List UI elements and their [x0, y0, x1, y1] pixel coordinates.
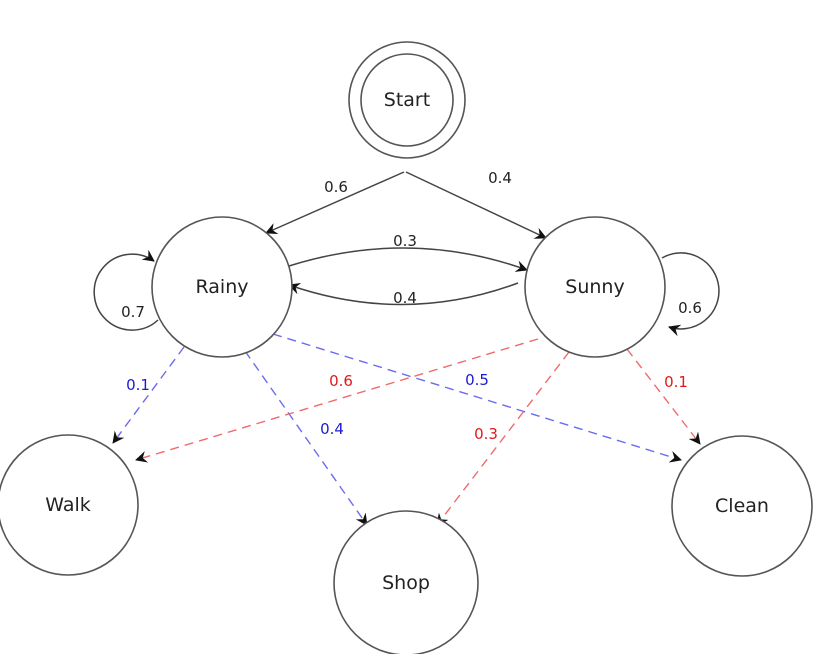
edge-sunny-walk [135, 338, 539, 463]
edge-label-sunny-sunny: 0.6 [678, 299, 702, 317]
node-inner-circle-start [360, 53, 454, 147]
edge-sunny-clean [626, 348, 701, 445]
node-shop: Shop [333, 510, 479, 654]
node-clean: Clean [671, 435, 813, 577]
node-circle-clean [671, 435, 813, 577]
node-rainy: Rainy [151, 216, 293, 358]
node-sunny: Sunny [524, 216, 666, 358]
edge-label-rainy-walk: 0.1 [126, 376, 150, 394]
edge-label-sunny-shop: 0.3 [474, 425, 498, 443]
node-label-shop: Shop [382, 572, 430, 594]
edge-label-rainy-clean: 0.5 [465, 371, 489, 389]
node-circle-walk [0, 434, 139, 576]
edge-label-rainy-rainy: 0.7 [121, 303, 145, 321]
edge-label-start-sunny: 0.4 [488, 169, 512, 187]
edge-rainy-shop [244, 350, 368, 526]
edge-rainy-rainy [93, 249, 159, 331]
edge-sunny-rainy [288, 282, 519, 306]
node-label-start: Start [384, 89, 430, 111]
node-walk: Walk [0, 434, 139, 576]
edge-label-sunny-rainy: 0.4 [393, 289, 417, 307]
edge-rainy-walk [112, 346, 185, 444]
node-circle-rainy [151, 216, 293, 358]
edge-label-rainy-shop: 0.4 [320, 420, 344, 438]
edge-label-rainy-sunny: 0.3 [393, 232, 417, 250]
edge-rainy-sunny [288, 247, 528, 272]
node-label-clean: Clean [715, 495, 769, 517]
node-label-sunny: Sunny [565, 276, 624, 298]
edge-start-rainy [265, 171, 405, 235]
edge-label-start-rainy: 0.6 [324, 178, 348, 196]
node-circle-sunny [524, 216, 666, 358]
edge-sunny-sunny [661, 252, 720, 337]
node-label-walk: Walk [45, 494, 91, 516]
edge-label-sunny-walk: 0.6 [329, 372, 353, 390]
node-label-rainy: Rainy [196, 276, 249, 298]
edge-sunny-shop [436, 351, 570, 526]
edge-start-sunny [405, 171, 547, 239]
node-start: Start [348, 41, 466, 159]
edge-rainy-clean [272, 333, 682, 463]
edge-label-sunny-clean: 0.1 [664, 373, 688, 391]
node-circle-shop [333, 510, 479, 654]
